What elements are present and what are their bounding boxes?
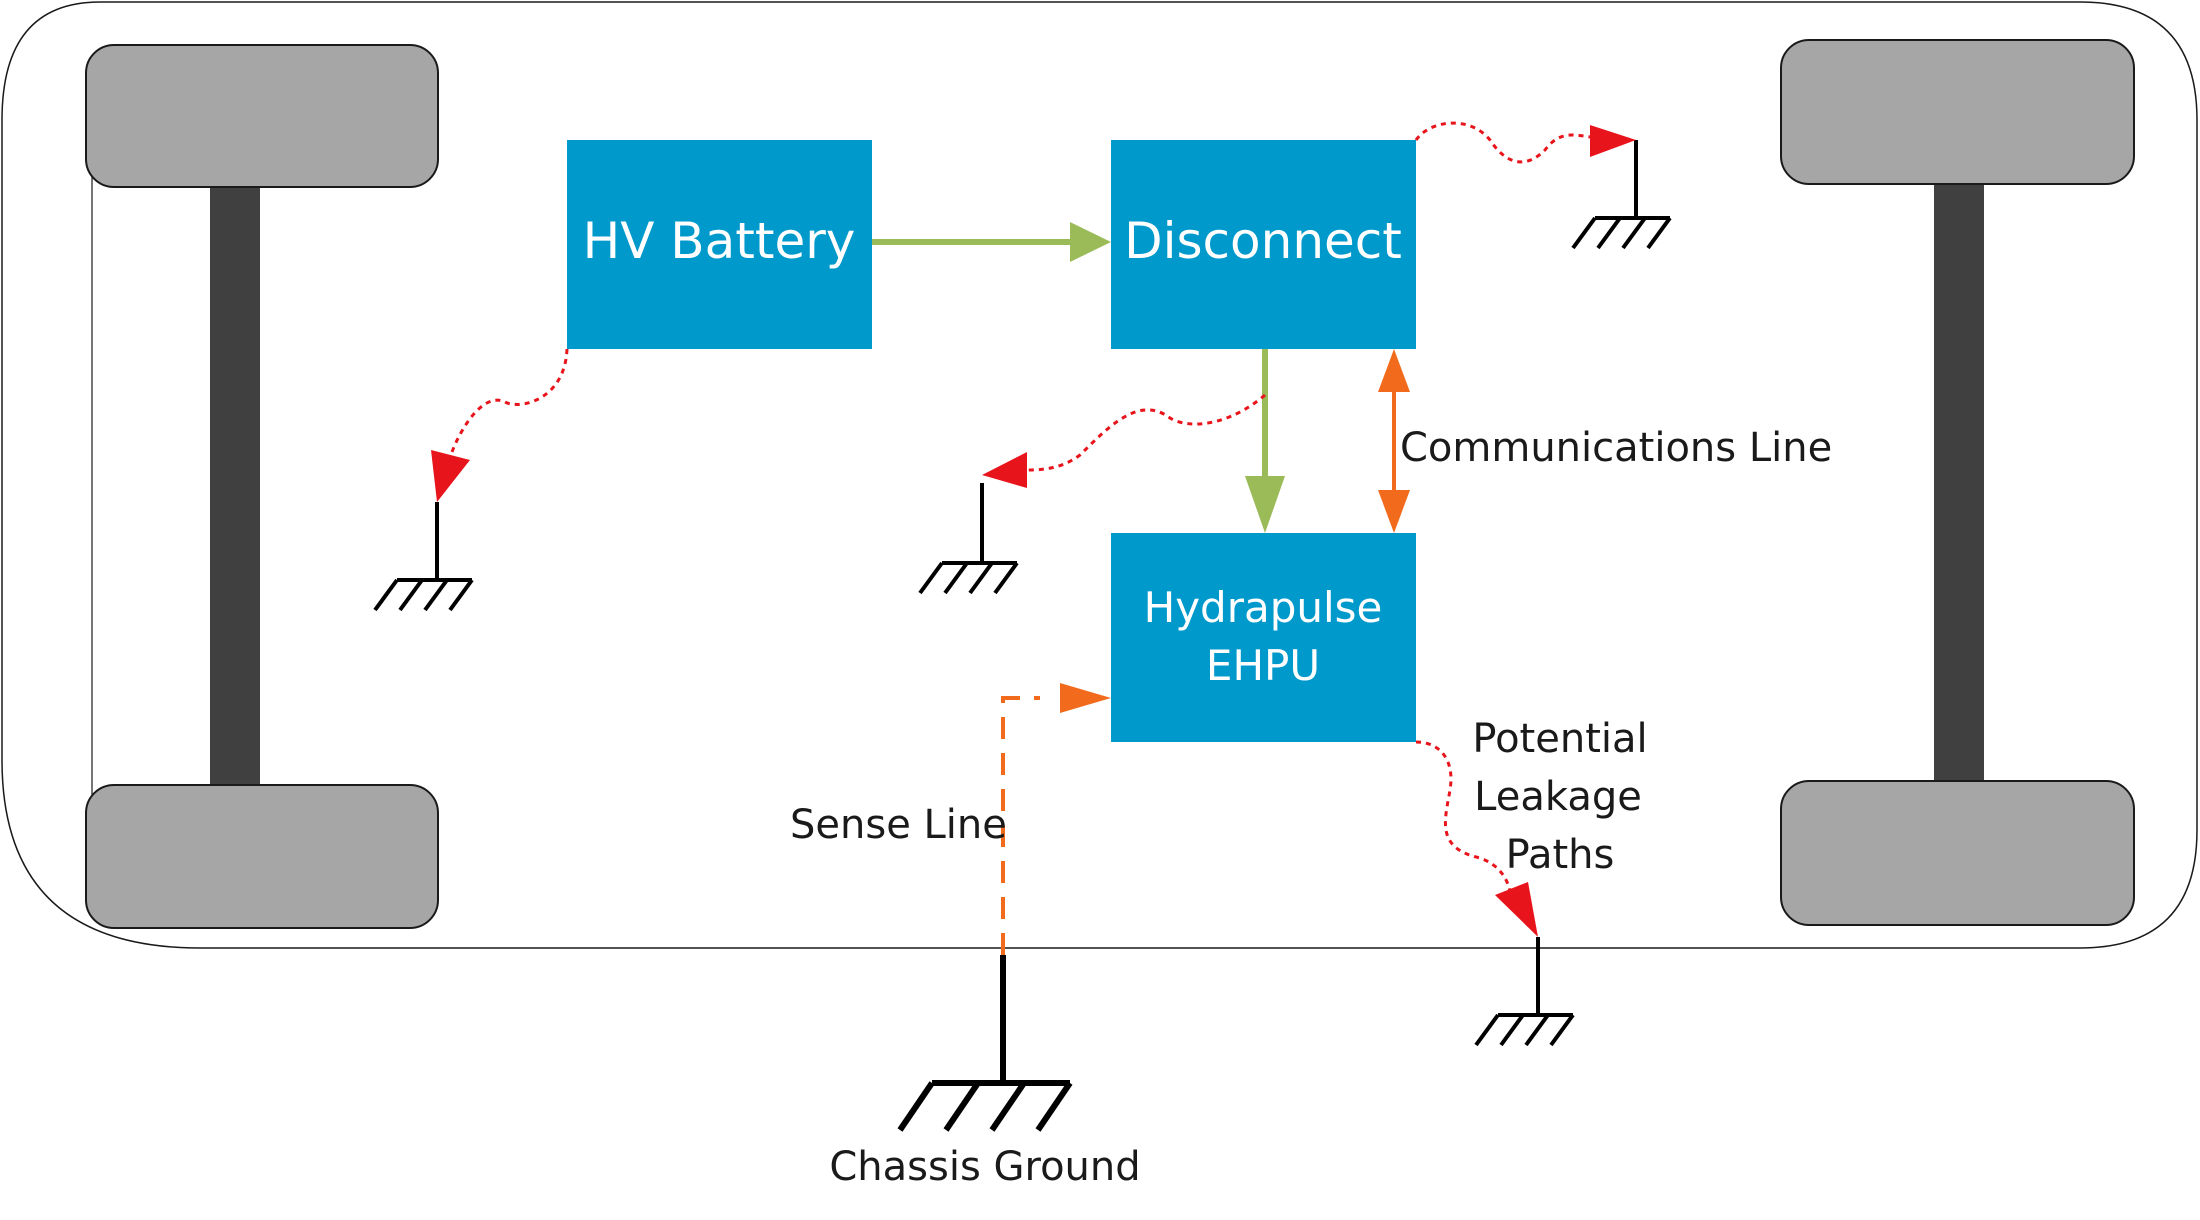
communications-line-label: Communications Line [1400, 425, 1832, 471]
leakage-paths [448, 121, 1591, 893]
sense-line [1001, 696, 1040, 955]
sense-line-label: Sense Line [790, 802, 1007, 848]
communications-arrowhead-up [1378, 349, 1410, 392]
leakage-path-disconnect-left [1021, 393, 1266, 472]
chassis-ground-symbol [897, 955, 1073, 1132]
leakage-arrowhead-ehpu [1495, 882, 1538, 937]
leakage-path-battery [448, 348, 569, 459]
right-axle [1934, 180, 1984, 786]
disconnect-label: Disconnect [1124, 212, 1402, 270]
power-arrowhead-down [1245, 476, 1285, 533]
wheel-front-right [1780, 39, 2135, 185]
ehpu-label-line2: EHPU [1206, 641, 1320, 690]
ground-symbol-disconnect-right [1571, 140, 1672, 250]
leakage-path-ehpu [1415, 740, 1512, 893]
leakage-arrowhead-battery [431, 450, 470, 502]
hv-battery-box [567, 140, 872, 349]
ehpu-label-line1: Hydrapulse [1144, 583, 1383, 632]
disconnect-box [1111, 140, 1416, 349]
power-arrowhead-right [1070, 222, 1111, 262]
leakage-label-line1: Potential [1472, 716, 1647, 762]
chassis-ground-label: Chassis Ground [829, 1144, 1140, 1190]
hv-battery-label: HV Battery [583, 212, 856, 270]
leakage-label-line2: Leakage [1474, 774, 1642, 820]
wheel-rear-left [85, 784, 439, 929]
sense-line-arrowhead [1060, 683, 1111, 713]
ground-symbol-disconnect-left [918, 483, 1019, 595]
vehicle-body-outline [1, 1, 2198, 949]
ground-symbol-ehpu [1474, 937, 1575, 1047]
ehpu-box [1111, 533, 1416, 742]
leakage-path-disconnect-right [1414, 121, 1591, 164]
ground-symbol-battery [373, 502, 474, 612]
wheel-rear-right [1780, 780, 2135, 926]
leakage-label-line3: Paths [1506, 832, 1615, 878]
left-axle [210, 184, 260, 786]
wheel-front-left [85, 44, 439, 188]
leakage-arrowhead-disconnect-left [982, 452, 1027, 488]
communications-arrowhead-down [1378, 490, 1410, 533]
leakage-arrowhead-disconnect-right [1590, 125, 1636, 157]
